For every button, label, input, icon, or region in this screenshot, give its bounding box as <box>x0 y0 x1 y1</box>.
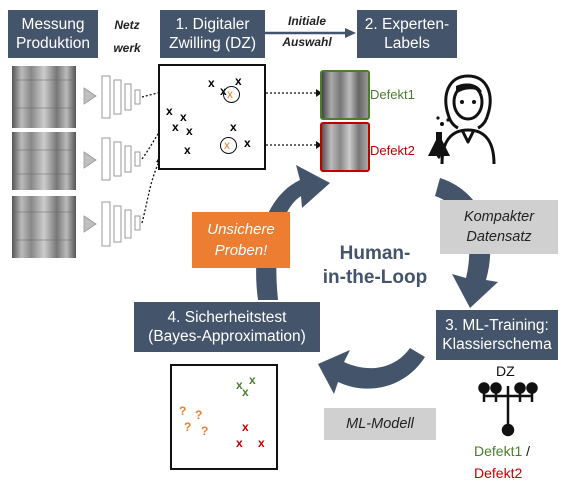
network-line2: werk <box>113 41 141 55</box>
tree-output: Defekt1 / Defekt2 <box>474 440 530 484</box>
compact-dataset-line1: Kompakter <box>463 209 535 225</box>
class1-point: x <box>249 373 256 387</box>
measurement-line2: Produktion <box>15 35 91 52</box>
scientist-icon <box>428 74 496 165</box>
human-line1: Human- <box>339 243 411 264</box>
uncertain-samples-line1: Unsichere <box>207 221 275 238</box>
expert-labels-line1: 2. Experten- <box>364 16 450 33</box>
measurement-box: Messung Produktion <box>8 10 98 58</box>
network-label: Netz werk <box>108 18 146 56</box>
safety-test-plot <box>170 364 278 470</box>
selected-sample-circle <box>220 137 237 154</box>
ml-model-label: ML-Modell <box>346 416 414 432</box>
initial-selection-line2: Auswahl <box>282 35 332 49</box>
safety-test-line1: 4. Sicherheitstest <box>167 309 287 326</box>
class2-point: x <box>242 420 249 434</box>
compact-dataset-line2: Datensatz <box>466 229 532 245</box>
dz-point: x <box>235 74 242 88</box>
tree-output-defect2: Defekt2 <box>474 465 523 481</box>
loop-arrow-top-right <box>435 178 498 308</box>
tree-output-separator: / <box>522 443 531 459</box>
compact-dataset-box: Kompakter Datensatz <box>440 200 558 254</box>
sensor-image-3 <box>12 196 76 258</box>
defect1-image <box>320 70 370 120</box>
selected-sample: x <box>224 138 230 152</box>
ml-model-box: ML-Modell <box>324 408 436 440</box>
network-arrow-2 <box>83 151 97 169</box>
safety-test-box: 4. Sicherheitstest (Bayes-Approximation) <box>134 302 320 352</box>
tree-root-label: DZ <box>496 363 515 379</box>
uncertain-point: ? <box>184 420 192 434</box>
class2-point: x <box>236 436 243 450</box>
dz-point: x <box>180 110 187 124</box>
defect1-label: Defekt1 <box>370 87 415 102</box>
safety-test-line2: (Bayes-Approximation) <box>148 328 306 345</box>
network-layer-2a <box>101 137 111 181</box>
uncertain-samples-line2: Proben! <box>214 242 268 259</box>
uncertain-point: ? <box>179 404 187 418</box>
sensor-image-2 <box>12 132 76 190</box>
loop-arrow-bottom <box>318 348 425 394</box>
initial-selection-label: Initiale Auswahl <box>272 14 342 50</box>
network-arrow-3 <box>83 215 97 233</box>
initial-selection-line1: Initiale <box>287 14 326 28</box>
human-in-the-loop-title: Human- in-the-Loop <box>305 242 445 290</box>
dz-point: x <box>184 143 191 157</box>
network-arrow-1 <box>83 87 97 105</box>
digital-twin-line1: 1. Digitaler <box>175 16 250 33</box>
dz-point: x <box>208 76 215 90</box>
digital-twin-line2: Zwilling (DZ) <box>169 35 256 52</box>
network-line1: Netz <box>114 18 140 32</box>
dz-point: x <box>166 104 173 118</box>
expert-labels-box: 2. Experten- Labels <box>357 10 457 58</box>
digital-twin-plot <box>158 64 266 170</box>
expert-labels-line2: Labels <box>384 35 430 52</box>
dz-point: x <box>230 120 237 134</box>
selected-sample: x <box>227 87 233 101</box>
network-layer-3a <box>101 201 111 247</box>
measurement-line1: Messung <box>21 16 85 33</box>
uncertain-point: ? <box>195 408 203 422</box>
class1-point: x <box>242 385 249 399</box>
digital-twin-box: 1. Digitaler Zwilling (DZ) <box>160 10 265 58</box>
ml-training-box: 3. ML-Training: Klassierschema <box>436 310 558 360</box>
tree-output-defect1: Defekt1 <box>474 443 523 459</box>
human-line2: in-the-Loop <box>322 267 428 288</box>
dz-point: x <box>172 120 179 134</box>
selected-sample-circle <box>223 86 240 103</box>
classification-tree <box>478 382 538 437</box>
class2-point: x <box>258 436 265 450</box>
ml-training-line2: Klassierschema <box>442 336 552 353</box>
dz-point: x <box>186 124 193 138</box>
sensor-image-1 <box>12 66 76 128</box>
ml-training-line1: 3. ML-Training: <box>445 317 549 334</box>
defect2-image <box>320 122 370 172</box>
uncertain-samples-box: Unsichere Proben! <box>192 212 290 268</box>
network-layer-1a <box>101 75 111 119</box>
dz-point: x <box>244 136 251 150</box>
class1-point: x <box>236 378 243 392</box>
defect2-label: Defekt2 <box>370 143 415 158</box>
uncertain-point: ? <box>201 424 209 438</box>
